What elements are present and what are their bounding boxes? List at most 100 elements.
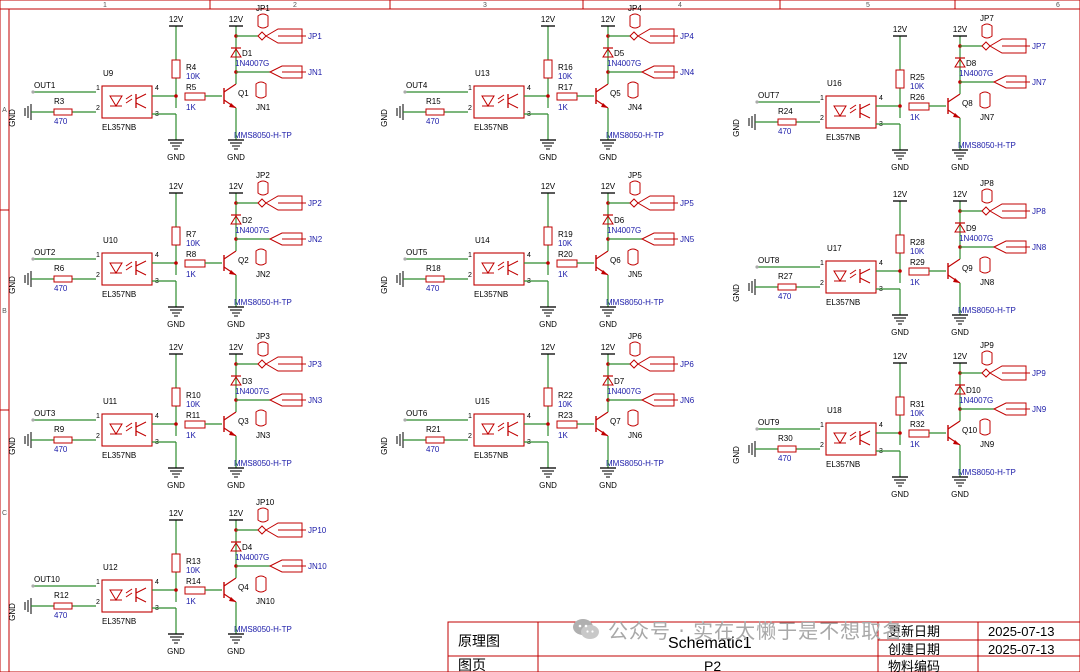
ref-transistor: Q7 (610, 417, 621, 426)
ref-r-input: R12 (54, 591, 69, 600)
pin-number: 4 (527, 252, 531, 259)
channel-out3: GNDOUT3R94701243U11EL357NB12VR1010KR111K… (8, 332, 323, 490)
column-label: 6 (1056, 2, 1060, 9)
led-diode-icon (481, 423, 495, 435)
gnd-label: GND (227, 481, 245, 490)
vcc-label: 12V (953, 25, 968, 34)
light-arrow (125, 592, 133, 598)
header-cap-icon (627, 248, 639, 266)
gnd-label: GND (539, 320, 557, 329)
diode-icon (602, 215, 614, 225)
junction-icon (174, 422, 178, 426)
led-diode-icon (833, 432, 847, 444)
light-arrow (125, 426, 133, 432)
resistor-icon (556, 92, 578, 101)
tb-page-name: P2 (704, 658, 721, 672)
diode-icon (230, 215, 242, 225)
pin-number: 4 (527, 413, 531, 420)
ref-r-base: R26 (910, 93, 925, 102)
resistor-icon (53, 108, 73, 116)
header-pin-icon (629, 31, 639, 41)
header-pin-icon (981, 206, 991, 216)
pin-number: 2 (820, 115, 824, 122)
ref-diode: D2 (242, 216, 253, 225)
light-arrow (497, 94, 505, 100)
gnd-label: GND (599, 481, 617, 490)
phototransistor-icon (135, 430, 147, 437)
ref-transistor: Q6 (610, 256, 621, 265)
light-arrow (125, 98, 133, 104)
ref-r-input: R30 (778, 434, 793, 443)
phototransistor-icon (507, 430, 519, 437)
row-label: A (2, 107, 7, 114)
header-cap-icon (257, 180, 269, 196)
vcc-label: 12V (953, 352, 968, 361)
net-port-icon (31, 584, 35, 588)
pin-number: 4 (879, 95, 883, 102)
part-diode: 1N4007G (959, 396, 993, 405)
net-label-out: OUT7 (758, 91, 780, 100)
transistor-arrow (229, 597, 236, 602)
pin-number: 2 (468, 272, 472, 279)
junction-icon (546, 94, 550, 98)
pin-number: 2 (96, 433, 100, 440)
pin-number: 4 (155, 579, 159, 586)
channel-out1: GNDOUT1R34701243U9EL357NB12VR410KR51KGND… (8, 4, 323, 162)
part-opto: EL357NB (102, 617, 136, 626)
gnd-label: GND (167, 320, 185, 329)
resistor-icon (184, 259, 206, 268)
diode-icon (954, 385, 966, 395)
ref-opto: U15 (475, 397, 490, 406)
resistor-icon (556, 420, 578, 429)
ref-jp: JP2 (256, 171, 270, 180)
pin-number: 2 (96, 105, 100, 112)
net-label-jn: JN5 (680, 235, 695, 244)
gnd-label: GND (539, 153, 557, 162)
tb-created-date: 2025-07-13 (988, 642, 1055, 657)
gnd-label: GND (732, 446, 741, 464)
ref-r-input: R18 (426, 264, 441, 273)
transistor-arrow (601, 103, 608, 108)
net-label-jp: JP6 (680, 360, 694, 369)
gnd-label: GND (732, 119, 741, 137)
value-r-base: 1K (558, 431, 568, 440)
net-label-jp: JP2 (308, 199, 322, 208)
value-r-input: 470 (54, 611, 68, 620)
ref-transistor: Q5 (610, 89, 621, 98)
ref-r-pullup: R10 (186, 391, 201, 400)
value-r-pullup: 10K (558, 400, 573, 409)
value-r-input: 470 (54, 445, 68, 454)
net-label-out: OUT1 (34, 81, 56, 90)
part-diode: 1N4007G (235, 226, 269, 235)
ref-jp: JP1 (256, 4, 270, 13)
vcc-label: 12V (893, 25, 908, 34)
pin-number: 4 (155, 252, 159, 259)
part-opto: EL357NB (826, 298, 860, 307)
part-transistor: MMS8050-H-TP (234, 625, 292, 634)
header-cap-icon (255, 81, 267, 99)
title-block: 原理图 Schematic1 更新日期 2025-07-13 创建日期 2025… (447, 621, 1080, 672)
light-arrow (125, 261, 133, 267)
channel-out4: GNDOUT4R154701243U13EL357NB12VR1610KR171… (380, 4, 695, 162)
part-opto: EL357NB (474, 451, 508, 460)
gnd-label: GND (380, 276, 389, 294)
transistor-icon (223, 250, 237, 260)
diode-icon (602, 376, 614, 386)
row-label: B (2, 308, 7, 315)
gnd-label: GND (891, 163, 909, 172)
ref-opto: U12 (103, 563, 118, 572)
ref-r-pullup: R7 (186, 230, 197, 239)
resistor-icon (171, 59, 181, 79)
net-label-out: OUT2 (34, 248, 56, 257)
value-r-input: 470 (54, 284, 68, 293)
value-r-input: 470 (778, 292, 792, 301)
net-label-jp: JP1 (308, 32, 322, 41)
part-opto: EL357NB (826, 133, 860, 142)
gnd-label: GND (951, 490, 969, 499)
resistor-icon (53, 602, 73, 610)
junction-icon (546, 261, 550, 265)
phototransistor-icon (135, 260, 147, 267)
pin-number: 4 (155, 413, 159, 420)
channel-out2: GNDOUT2R64701243U10EL357NB12VR710KR81KGN… (8, 171, 323, 329)
vcc-label: 12V (169, 182, 184, 191)
